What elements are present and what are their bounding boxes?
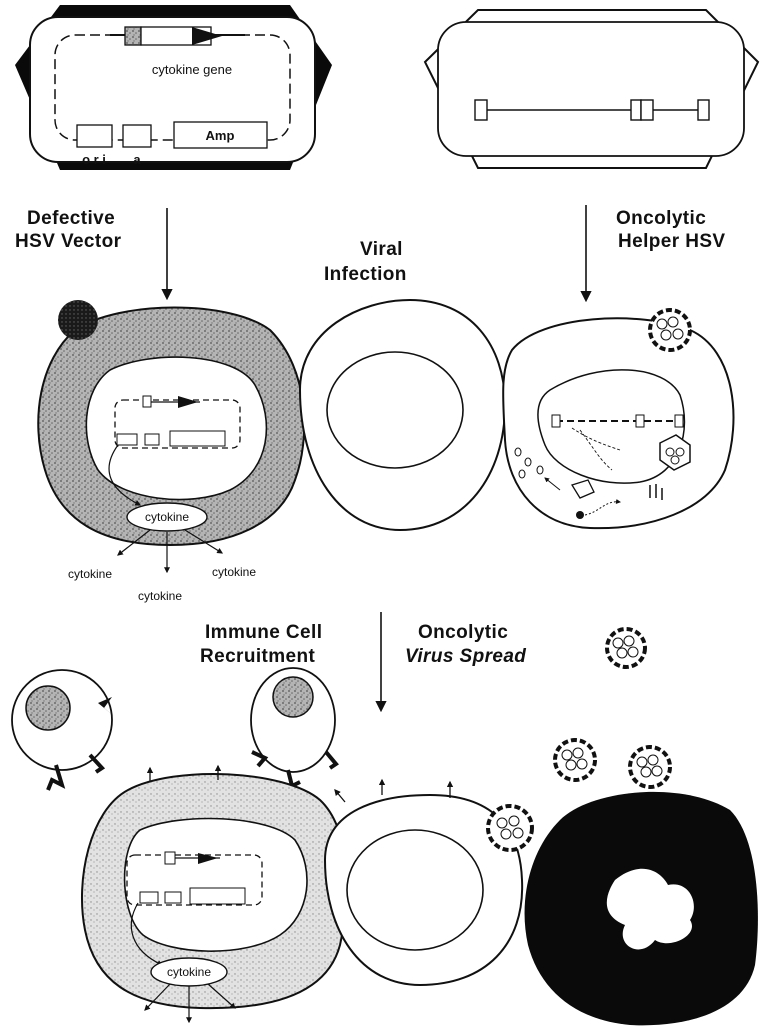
cytokine-out-center: cytokine (138, 589, 182, 603)
cytokine-out-left: cytokine (68, 567, 112, 581)
activated-uninfected-cell (325, 780, 522, 985)
helper-infected-cell (503, 318, 733, 528)
vector-infected-cell: cytokine (38, 300, 304, 572)
immune-cell-center (251, 668, 336, 786)
free-virion-2 (555, 740, 595, 780)
ori-label: o r i (82, 152, 106, 167)
helper-virion-top (650, 310, 690, 350)
defective-label-2: HSV Vector (15, 231, 122, 252)
viral-infection-label-1: Viral (360, 239, 403, 260)
free-virion-1 (607, 629, 645, 667)
cytokine-gene-label: cytokine gene (152, 62, 232, 77)
defective-vector-particle: cytokine gene Amp o r i a (15, 5, 332, 170)
vector-particle-blob (58, 300, 98, 340)
viral-infection-label-2: Infection (324, 264, 407, 285)
helper-hsv-particle (425, 10, 758, 168)
lysed-tumor-cell (525, 792, 758, 1025)
cytokine-secreting-cell: cytokine (82, 766, 347, 1022)
oncolytic-label-1: Oncolytic (616, 208, 706, 229)
immune-label-2: Recruitment (200, 646, 316, 667)
nucleus (327, 352, 463, 468)
a-label: a (133, 152, 141, 167)
a-box (123, 125, 151, 147)
spread-label-1: Oncolytic (418, 622, 508, 643)
oncolytic-label-2: Helper HSV (618, 231, 725, 252)
uninfected-cell (300, 300, 505, 530)
amp-label: Amp (206, 128, 235, 143)
cytokine-out-right: cytokine (212, 565, 256, 579)
spread-label-2: Virus Spread (405, 646, 526, 667)
cytokine-center-label: cytokine (145, 510, 189, 524)
attaching-virion (488, 806, 532, 850)
ori-box (77, 125, 112, 147)
promoter-box (125, 27, 141, 45)
immune-cell-left (12, 670, 114, 790)
cytokine-bottom-label: cytokine (167, 965, 211, 979)
free-virion-3 (630, 747, 670, 787)
defective-label-1: Defective (27, 208, 115, 229)
immune-label-1: Immune Cell (205, 622, 322, 643)
